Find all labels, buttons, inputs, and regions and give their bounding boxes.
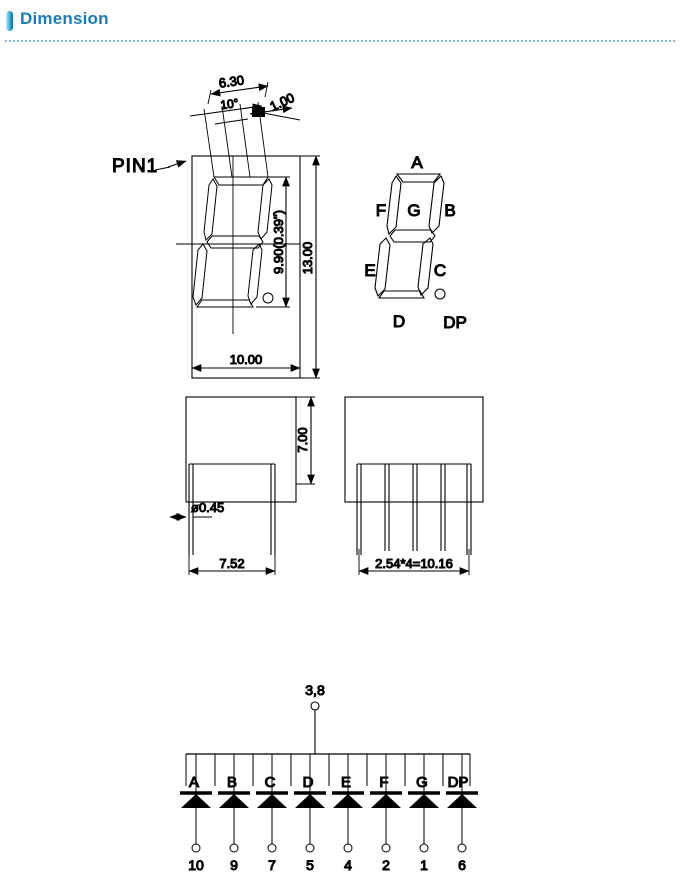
center-lines <box>176 156 300 334</box>
common-pin-terminal <box>310 701 320 711</box>
schematic-segment-a: A <box>189 774 199 791</box>
dim-bevel-angle: 10° <box>219 96 239 112</box>
pin-row <box>356 464 472 555</box>
top-bevel-dimensions <box>189 81 301 125</box>
side-body-outline <box>185 396 297 503</box>
dim-pin-diameter: ø0.45 <box>191 500 224 515</box>
decimal-point-dot <box>434 288 446 300</box>
schematic-segment-labels: A B C D E F G DP <box>188 773 469 791</box>
dim-top-offset: 1.00 <box>267 90 296 114</box>
segment-label-dp: DP <box>443 313 467 332</box>
rear-view: 2.54*4=10.16 <box>344 396 484 575</box>
page-title: Dimension <box>20 9 109 28</box>
body-thickness-dim <box>296 396 315 485</box>
pin-pitch-dim <box>358 549 470 575</box>
digit-height-dim <box>256 176 290 308</box>
segment-label-f: F <box>376 201 386 220</box>
schematic-segment-c: C <box>265 774 276 791</box>
dim-pin-pitch: 2.54*4=10.16 <box>375 556 453 571</box>
dim-digit-height: 9.90(0.39") <box>271 210 286 274</box>
segment-map: A F G B E C D DP <box>364 152 468 332</box>
dimension-drawing-sheet: PIN1 6.30 10° 1.00 9.90(0.39") <box>0 44 680 889</box>
schematic-pin-e: 4 <box>344 857 352 873</box>
decimal-point <box>262 292 274 304</box>
schematic-segment-dp: DP <box>448 774 469 791</box>
dim-body-height: 13.00 <box>300 242 315 275</box>
pin1-leader <box>154 160 187 171</box>
schematic-pin-d: 5 <box>306 857 314 873</box>
common-pin-label: 3,8 <box>305 682 325 698</box>
schematic-segment-b: B <box>227 774 237 791</box>
schematic-pin-dp: 6 <box>458 857 466 873</box>
vertical-bar-icon <box>6 11 13 31</box>
segment-label-c: C <box>434 261 446 280</box>
side-view: 7.00 ø0.45 7.52 <box>169 396 315 575</box>
dim-body-thickness: 7.00 <box>295 427 310 452</box>
seven-segment-digit <box>192 176 274 308</box>
schematic-pin-a: 10 <box>188 857 204 873</box>
schematic-pin-b: 9 <box>230 857 238 873</box>
body-width-dim <box>191 344 301 372</box>
segment-label-g: G <box>407 201 420 220</box>
segment-label-a: A <box>411 153 423 172</box>
pin1-label: PIN1 <box>112 156 158 177</box>
page-header: Dimension <box>0 0 680 44</box>
schematic-pin-c: 7 <box>268 857 276 873</box>
schematic-segment-f: F <box>379 774 388 791</box>
dim-pin-span: 7.52 <box>219 556 244 571</box>
rear-body-outline <box>344 396 484 503</box>
schematic-pin-g: 1 <box>420 857 428 873</box>
schematic-pin-f: 2 <box>382 857 390 873</box>
segment-label-b: B <box>444 201 455 220</box>
dim-body-width: 10.00 <box>230 352 263 367</box>
header-divider <box>4 40 676 42</box>
body-height-dim <box>298 155 320 379</box>
segment-label-e: E <box>364 261 375 280</box>
front-view: PIN1 6.30 10° 1.00 9.90(0.39") <box>111 72 320 379</box>
schematic-segment-g: G <box>416 774 428 791</box>
schematic-segment-d: D <box>303 774 314 791</box>
dim-top-width: 6.30 <box>218 72 245 90</box>
led-branches <box>180 754 478 853</box>
pin-span-dim <box>188 549 276 575</box>
schematic-pin-numbers: 10 9 7 5 4 2 1 6 <box>188 856 467 873</box>
schematic-segment-e: E <box>341 774 351 791</box>
package-outline <box>191 155 301 379</box>
led-schematic: 3,8 <box>180 681 478 874</box>
segment-label-d: D <box>393 312 405 331</box>
